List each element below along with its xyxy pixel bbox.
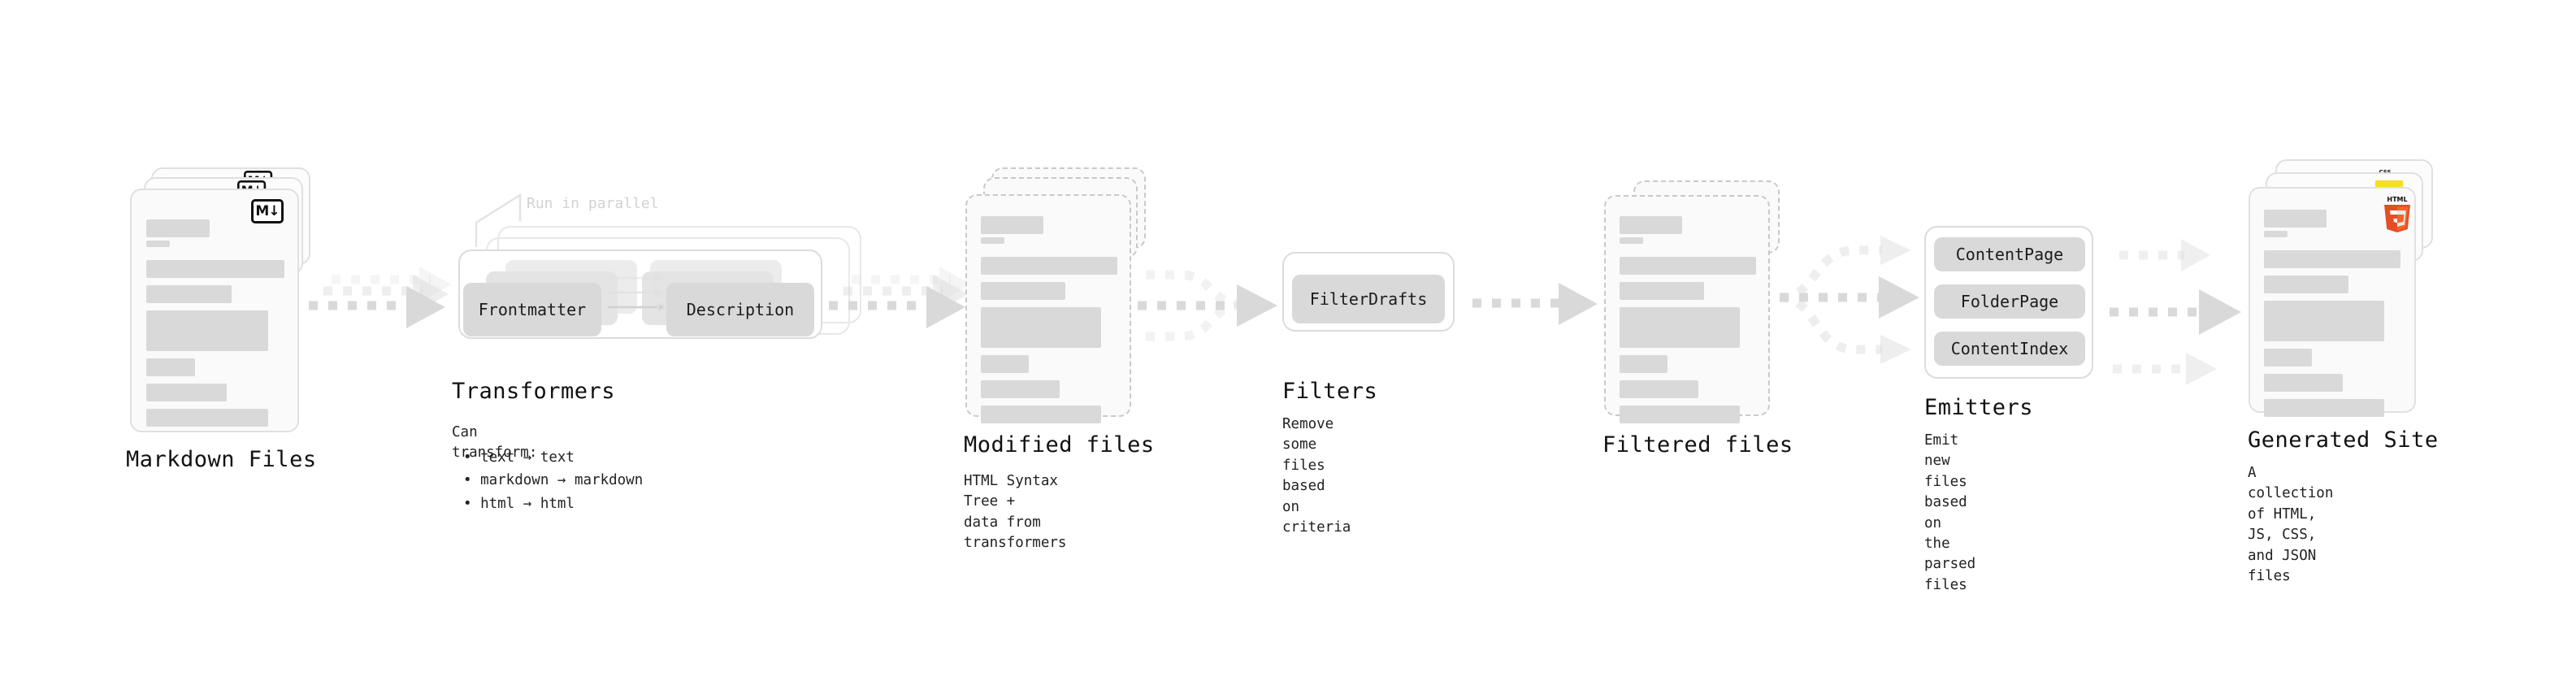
placeholder-line xyxy=(146,358,195,376)
stage-subtitle-transformers: Can transform: xyxy=(452,424,538,462)
stage-subtitle-modified-files: HTML Syntax Tree + data from transformer… xyxy=(964,473,1067,552)
emitter-pill-folderpage[interactable]: FolderPage xyxy=(1934,284,2085,319)
list-item: • text → text xyxy=(463,449,575,466)
placeholder-block xyxy=(146,310,268,351)
stage-title-filters: Filters xyxy=(1282,379,1378,404)
placeholder-line xyxy=(2264,250,2400,268)
stage-title-modified-files: Modified files xyxy=(964,432,1155,458)
markdown-file-content xyxy=(146,219,284,434)
placeholder-heading xyxy=(146,219,210,237)
placeholder-line xyxy=(1620,257,1756,275)
placeholder-subheading xyxy=(981,237,1004,244)
filtered-file-content xyxy=(1620,216,1756,431)
html5-icon: HTML xyxy=(2384,196,2410,232)
placeholder-block xyxy=(2264,301,2384,341)
placeholder-subheading xyxy=(1620,237,1643,244)
stage-subtitle-generated-site: A collection of HTML, JS, CSS, and JSON … xyxy=(2248,465,2334,584)
site-file-content xyxy=(2264,210,2400,424)
placeholder-subheading xyxy=(2264,231,2288,237)
placeholder-line xyxy=(981,406,1101,423)
connector-modified-to-filters xyxy=(1138,270,1277,341)
connector-filters-to-filtered xyxy=(1472,283,1598,325)
placeholder-line xyxy=(146,285,232,303)
placeholder-block xyxy=(1620,307,1740,348)
placeholder-heading xyxy=(1620,216,1683,234)
markdown-icon: M↓ xyxy=(251,199,284,223)
list-item: • markdown → markdown xyxy=(463,472,644,489)
run-in-parallel-leader xyxy=(475,193,522,247)
svg-text:HTML: HTML xyxy=(2387,196,2407,203)
stage-generated-site: HTML Generated Site A collection of HTML… xyxy=(0,0,2438,584)
placeholder-line xyxy=(1620,355,1667,373)
connector-filtered-to-emitters xyxy=(1779,236,1919,364)
transformer-inner-arrows xyxy=(608,271,669,314)
filter-pill-filterdrafts[interactable]: FilterDrafts xyxy=(1292,275,1445,323)
placeholder-line xyxy=(146,409,268,427)
placeholder-heading xyxy=(981,216,1044,234)
stage-title-markdown-files: Markdown Files xyxy=(126,447,317,472)
emitter-pill-contentpage[interactable]: ContentPage xyxy=(1934,237,2085,271)
placeholder-line xyxy=(2264,275,2349,293)
placeholder-heading xyxy=(2264,210,2327,228)
emitter-pill-contentindex[interactable]: ContentIndex xyxy=(1934,332,2085,366)
placeholder-line xyxy=(1620,406,1740,423)
stage-title-emitters: Emitters xyxy=(1924,395,2034,420)
transformer-pill-description[interactable]: Description xyxy=(666,283,814,336)
connector-transformers-to-modified xyxy=(829,267,972,328)
placeholder-line xyxy=(981,282,1066,300)
stage-subtitle-emitters: Emit new files based on the parsed files xyxy=(1924,432,1976,593)
placeholder-line xyxy=(2264,374,2344,392)
placeholder-line xyxy=(2264,349,2312,367)
placeholder-line xyxy=(981,257,1117,275)
transformer-pill-frontmatter[interactable]: Frontmatter xyxy=(463,283,601,336)
placeholder-line xyxy=(146,260,284,278)
stage-title-transformers-text: Transformers xyxy=(452,379,616,404)
connector-emitters-to-site xyxy=(2110,239,2241,385)
run-in-parallel-label: Run in parallel xyxy=(527,195,659,212)
placeholder-block xyxy=(981,307,1101,348)
placeholder-line xyxy=(1620,282,1705,300)
connector-md-to-transformers xyxy=(309,267,452,328)
placeholder-line xyxy=(981,355,1029,373)
modified-file-content xyxy=(981,216,1117,431)
stage-title-generated-site: Generated Site xyxy=(2248,427,2439,453)
placeholder-line xyxy=(1620,380,1699,398)
placeholder-line xyxy=(146,384,227,401)
placeholder-line xyxy=(981,380,1060,398)
placeholder-subheading xyxy=(146,241,170,247)
stage-subtitle-filters: Remove some files based on criteria xyxy=(1282,416,1351,536)
stage-title-filtered-files: Filtered files xyxy=(1602,432,1793,458)
transformer-capability-list: • text → text • markdown → markdown • ht… xyxy=(463,446,643,515)
placeholder-line xyxy=(2264,399,2384,417)
list-item: • html → html xyxy=(463,495,575,512)
